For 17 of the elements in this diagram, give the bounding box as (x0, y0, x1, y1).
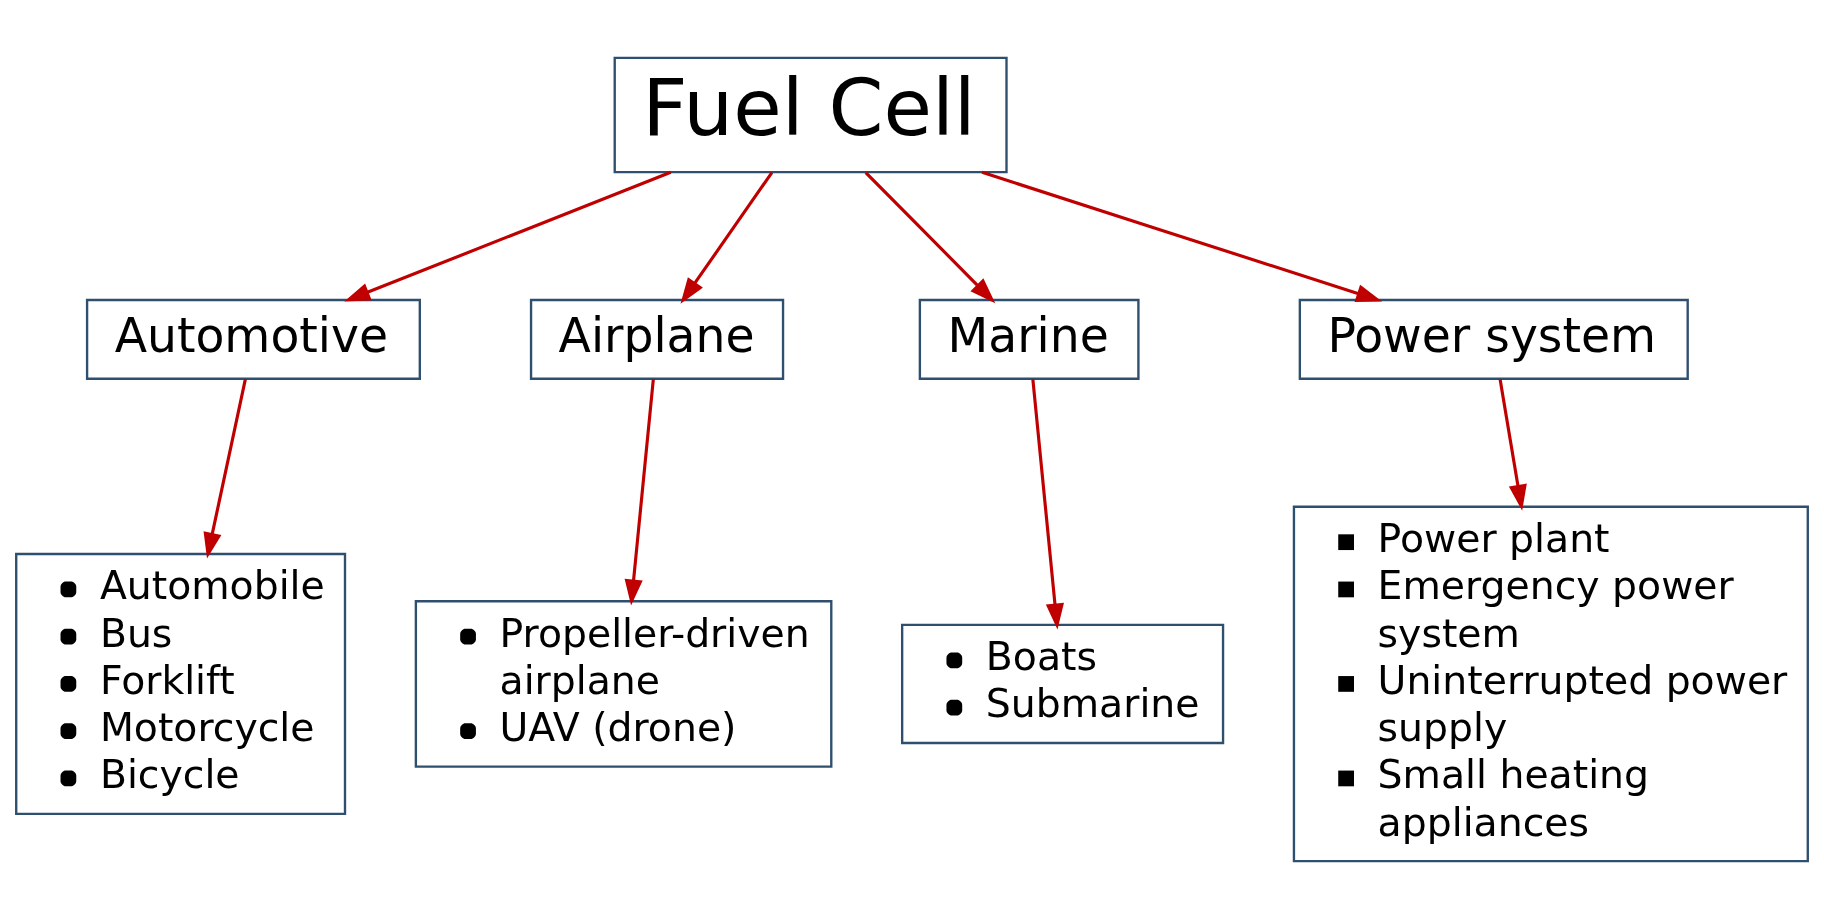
node-box: Power system (1298, 298, 1689, 380)
node-box: Boats Submarine (901, 623, 1225, 744)
arrow (864, 170, 996, 303)
arrow (624, 378, 655, 606)
node-box: Power plant Emergency power system Uninterrupted power supply Small heating appliances (1292, 505, 1809, 862)
node-box: Automotive (85, 298, 421, 380)
arrow (203, 378, 247, 559)
node-box: Fuel Cell (613, 56, 1008, 173)
arrow (344, 170, 672, 301)
arrow (1031, 378, 1064, 630)
node-box: Automobile Bus Forklift Motorcycle Bicycle (15, 552, 347, 815)
arrow (1498, 378, 1527, 511)
node-box: Airplane (529, 298, 785, 380)
node-box: Propeller-driven airplane UAV (drone) (414, 599, 833, 768)
arrow (981, 170, 1383, 302)
arrow (680, 171, 774, 304)
node-box: Marine (918, 298, 1140, 380)
